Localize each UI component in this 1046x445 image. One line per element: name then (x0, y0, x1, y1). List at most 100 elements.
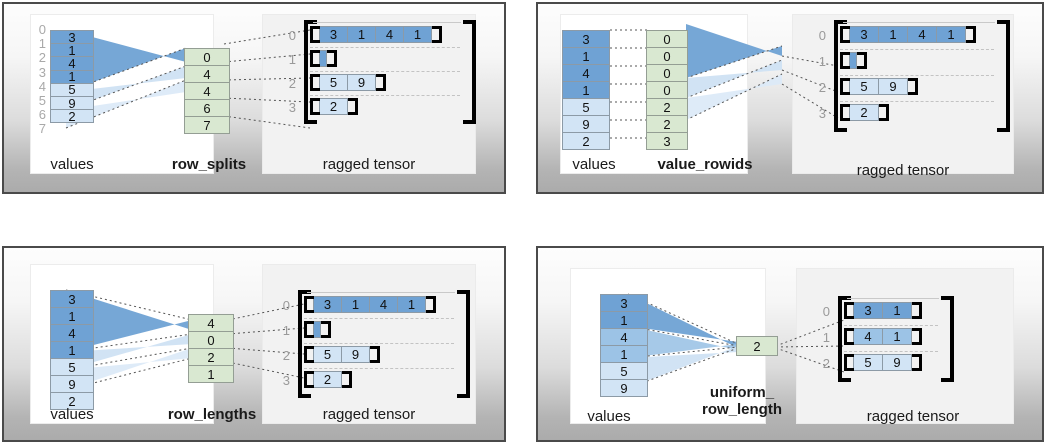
tensor-empty-cell (319, 50, 327, 67)
tensor-cell: 3 (853, 302, 883, 319)
tensor-label: ragged tensor (856, 162, 950, 179)
tensor-row-separator (304, 318, 454, 319)
tensor-card (796, 268, 1014, 424)
tensor-row-separator (304, 343, 454, 344)
values-cell: 1 (600, 345, 648, 363)
row-close-bracket (376, 74, 386, 91)
tensor-row-index: 1 (822, 329, 830, 345)
tensor-cell: 2 (319, 98, 348, 115)
tensor-row-index: 1 (818, 53, 826, 69)
tensor-top-rule (847, 298, 939, 299)
tensor-close-bracket (463, 20, 476, 124)
value-index-tick: 6 (38, 107, 46, 123)
tensor-row-index: 3 (282, 372, 290, 388)
value-index-tick: 1 (38, 36, 46, 52)
tensor-close-bracket (941, 296, 954, 382)
tensor-label: ragged tensor (322, 406, 416, 423)
tensor-row-separator (304, 368, 454, 369)
tensor-empty-cell (849, 52, 857, 69)
row-close-bracket (342, 371, 352, 388)
values-cell: 5 (50, 82, 94, 97)
values-cell: 5 (562, 98, 610, 116)
tensor-row: 2 (840, 104, 889, 121)
row-close-bracket (912, 354, 922, 371)
tensor-row-separator (844, 325, 938, 326)
tensor-row-index: 3 (818, 105, 826, 121)
tensor-label: ragged tensor (322, 156, 416, 173)
values-label: values (572, 156, 616, 173)
row-open-bracket (304, 371, 314, 388)
encoding-cell: 0 (646, 81, 688, 99)
row-close-bracket (966, 26, 976, 43)
row-close-bracket (327, 50, 337, 67)
row-close-bracket (370, 346, 380, 363)
values-cell: 9 (50, 95, 94, 111)
values-cell: 5 (600, 362, 648, 380)
encoding-cell: 4 (188, 314, 234, 332)
tensor-cell: 2 (849, 104, 879, 121)
encoding-cell: 0 (646, 64, 688, 82)
values-cell: 2 (50, 109, 94, 124)
encoding-cell: 2 (188, 348, 234, 366)
tensor-row-index: 2 (822, 355, 830, 371)
tensor-cell: 5 (313, 346, 342, 363)
row-open-bracket (310, 50, 320, 67)
value-index-tick: 5 (38, 93, 46, 108)
tensor-open-bracket (834, 20, 847, 132)
row-open-bracket (310, 98, 320, 115)
tensor-cell: 9 (347, 74, 376, 91)
tensor-row-separator (310, 95, 460, 96)
tensor-row-separator (840, 101, 994, 102)
values-cell: 4 (600, 328, 648, 346)
values-cell: 1 (600, 311, 648, 329)
value-index-tick: 2 (38, 50, 46, 66)
row-open-bracket (844, 302, 854, 319)
tensor-card (262, 264, 476, 424)
values-cell: 9 (600, 379, 648, 397)
values-cell: 2 (50, 392, 94, 410)
tensor-row-index: 0 (818, 27, 826, 43)
encoding-cell: 0 (646, 30, 688, 48)
tensor-open-bracket (298, 290, 311, 398)
row-open-bracket (310, 26, 320, 43)
tensor-open-bracket (304, 20, 317, 124)
tensor-cell: 1 (882, 302, 912, 319)
tensor-cell: 1 (403, 26, 432, 43)
values-label: values (50, 156, 94, 173)
tensor-row (304, 321, 331, 338)
tensor-cell: 3 (319, 26, 348, 43)
row-open-bracket (304, 321, 314, 338)
row-close-bracket (912, 328, 922, 345)
tensor-row-index: 2 (818, 79, 826, 95)
tensor-cell: 9 (882, 354, 912, 371)
tensor-row-separator (310, 71, 460, 72)
tensor-row-index: 2 (282, 347, 290, 363)
tensor-row: 2 (304, 371, 352, 388)
tensor-cell: 1 (347, 26, 376, 43)
tensor-open-bracket (838, 296, 851, 382)
value-index-tick: 0 (38, 22, 46, 37)
row-close-bracket (912, 302, 922, 319)
encoding-cell: 7 (184, 116, 230, 134)
encoding-label: row_splits (171, 156, 247, 173)
values-cell: 3 (562, 30, 610, 48)
values-cell: 3 (600, 294, 648, 312)
tensor-cell: 4 (907, 26, 937, 43)
encoding-cell: 0 (184, 48, 230, 66)
encoding-label: row_lengths (167, 406, 257, 423)
tensor-row-index: 3 (288, 99, 296, 115)
uniform-row-length-box: 2 (736, 336, 778, 356)
values-cell: 9 (50, 375, 94, 393)
